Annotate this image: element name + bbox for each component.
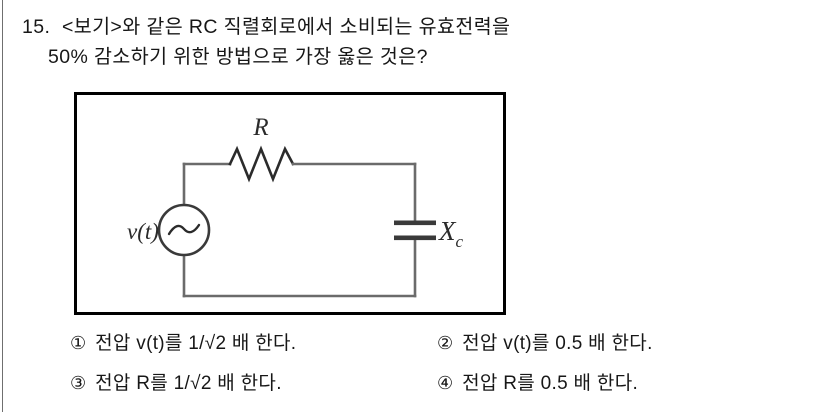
capacitor-plate-bottom (394, 235, 436, 241)
source-label: v(t) (127, 219, 159, 244)
question-line-1: 15. <보기>와 같은 RC 직렬회로에서 소비되는 유효전력을 (22, 16, 511, 38)
option-2-label: 전압 v(t)를 0.5 배 한다. (462, 333, 653, 354)
option-1-label: 전압 v(t)를 1/√2 배 한다. (95, 333, 297, 354)
option-row-2: ③ 전압 R를 1/√2 배 한다. ④ 전압 R를 0.5 배 한다. (0, 370, 826, 410)
capacitor-label: Xc (438, 216, 464, 251)
capacitor-label-main: X (438, 216, 457, 246)
question-stem: 15. <보기>와 같은 RC 직렬회로에서 소비되는 유효전력을 50% 감소… (22, 12, 812, 72)
question-line-2: 50% 감소하기 위한 방법으로 가장 옳은 것은? (48, 46, 428, 68)
option-4[interactable]: ④ 전압 R를 0.5 배 한다. (437, 370, 638, 397)
option-1[interactable]: ① 전압 v(t)를 1/√2 배 한다. (70, 330, 296, 357)
capacitor-label-subscript: c (456, 232, 464, 251)
page-left-margin-rule (2, 0, 3, 412)
option-3-label: 전압 R를 1/√2 배 한다. (95, 373, 282, 394)
option-3[interactable]: ③ 전압 R를 1/√2 배 한다. (70, 370, 282, 397)
option-4-label: 전압 R를 0.5 배 한다. (462, 373, 639, 394)
circuit-figure-box: R v(t) Xc (74, 92, 506, 315)
answer-options: ① 전압 v(t)를 1/√2 배 한다. ② 전압 v(t)를 0.5 배 한… (0, 330, 826, 410)
option-1-marker: ① (70, 333, 87, 353)
option-row-1: ① 전압 v(t)를 1/√2 배 한다. ② 전압 v(t)를 0.5 배 한… (0, 330, 826, 370)
option-2[interactable]: ② 전압 v(t)를 0.5 배 한다. (437, 330, 653, 357)
capacitor-plate-top (394, 220, 436, 226)
resistor-label: R (252, 114, 268, 141)
resistor-zigzag (228, 145, 295, 183)
option-2-marker: ② (437, 333, 454, 353)
ac-source-sine-icon (167, 223, 201, 236)
rc-series-circuit-diagram: R v(t) Xc (127, 114, 464, 298)
option-3-marker: ③ (70, 373, 87, 393)
option-4-marker: ④ (437, 373, 454, 393)
